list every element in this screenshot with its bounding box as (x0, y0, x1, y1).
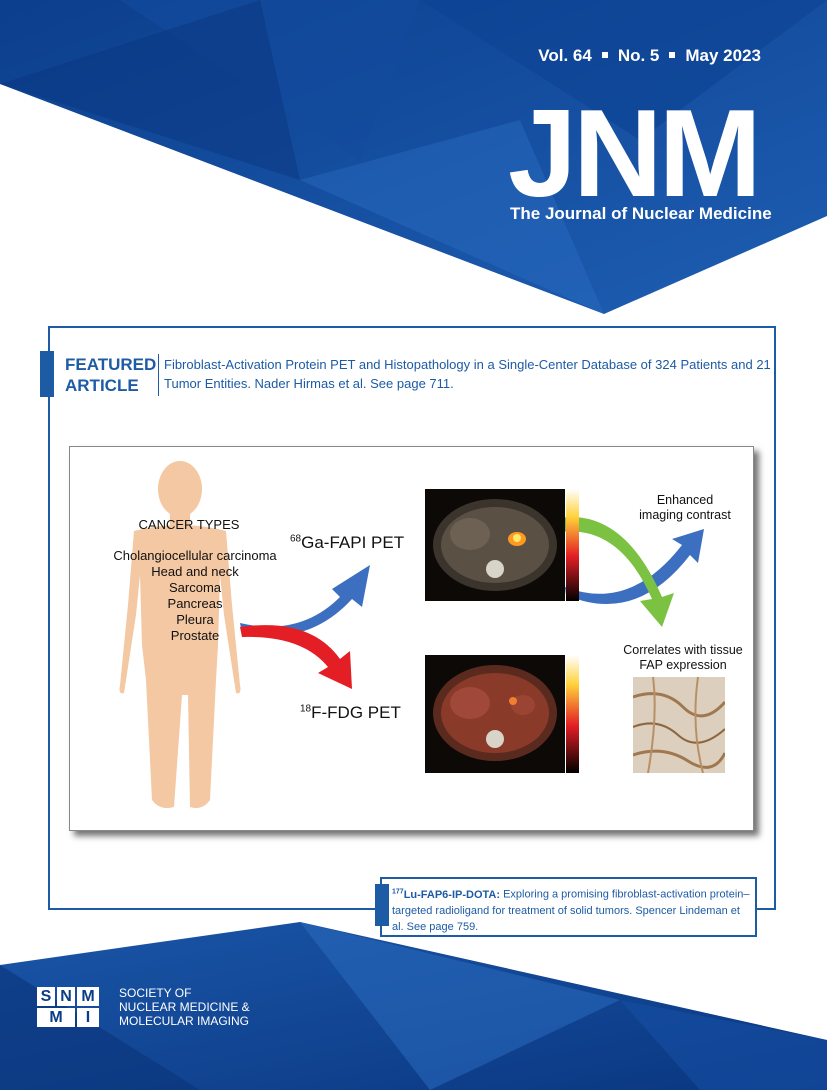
featured-article-text: Fibroblast-Activation Protein PET and Hi… (164, 357, 771, 391)
fapi-isotope-mass: 68 (290, 533, 302, 545)
secondary-feature-title: 177Lu-FAP6-IP-DOTA: (392, 888, 501, 901)
cancer-types-title: CANCER TYPES (138, 517, 240, 532)
fdg-pet-label: 18F-FDG PET (300, 703, 401, 723)
cancer-type-item: Prostate (170, 628, 220, 643)
publisher-name-line: NUCLEAR MEDICINE & (119, 1000, 250, 1014)
featured-figure: CANCER TYPES Cholangiocellular carcinoma… (69, 446, 754, 831)
fapi-pet-scan-image (425, 489, 565, 601)
logo-letter: S (37, 987, 55, 1006)
human-body-silhouette (119, 461, 241, 809)
isotope-mass: 177 (392, 888, 404, 895)
note-line: Enhanced (656, 493, 714, 507)
issue-date: May 2023 (685, 46, 761, 65)
fdg-tracer-name: F-FDG PET (311, 703, 401, 722)
cancer-type-item: Head and neck (151, 564, 239, 579)
publisher-name-line: SOCIETY OF (119, 986, 192, 1000)
compound-name: Lu-FAP6-IP-DOTA: (403, 888, 501, 901)
featured-label-line2: ARTICLE (65, 376, 139, 395)
issue-volume: Vol. 64 (538, 46, 592, 65)
issue-number: No. 5 (617, 46, 660, 65)
featured-accent-bar (40, 351, 54, 397)
cancer-type-item: Sarcoma (168, 580, 222, 595)
secondary-feature-text: 177Lu-FAP6-IP-DOTA: Exploring a promisin… (392, 884, 752, 935)
separator-square (601, 52, 608, 59)
correlation-arrow (510, 517, 674, 627)
note-line: FAP expression (639, 658, 727, 672)
issue-line: Vol. 64 No. 5 May 2023 (538, 46, 761, 66)
secondary-feature-accent-bar (375, 884, 389, 926)
logo-letter: M (37, 1008, 75, 1027)
journal-subtitle: The Journal of Nuclear Medicine (510, 204, 772, 223)
note-line: imaging contrast (639, 508, 731, 522)
featured-divider (158, 354, 159, 396)
note-line: Correlates with tissue (623, 643, 743, 657)
separator-square (669, 52, 676, 59)
fdg-pet-scan-image (425, 655, 565, 773)
fapi-colorbar (566, 489, 579, 601)
cancer-type-item: Pleura (176, 612, 214, 627)
histology-image (633, 677, 725, 773)
cancer-type-item: Pancreas (167, 596, 223, 611)
cancer-type-item: Cholangiocellular carcinoma (113, 548, 277, 563)
featured-label-line1: FEATURED (65, 355, 157, 374)
logo-letter: I (77, 1008, 99, 1027)
publisher-name-line: MOLECULAR IMAGING (119, 1014, 250, 1028)
publisher-name: SOCIETY OF NUCLEAR MEDICINE & MOLECULAR … (119, 986, 250, 1028)
fdg-isotope-mass: 18 (300, 703, 312, 715)
logo-letter: N (57, 987, 75, 1006)
journal-logo: JNM (508, 85, 762, 223)
featured-label: FEATURED ARTICLE (65, 354, 156, 396)
secondary-feature-body: Exploring a promising fibroblast-activat… (392, 888, 750, 933)
fapi-pet-label: 68Ga-FAPI PET (290, 533, 404, 553)
fapi-tracer-name: Ga-FAPI PET (301, 533, 405, 552)
fdg-colorbar (566, 655, 579, 773)
fdg-arrow (240, 625, 352, 689)
enhanced-contrast-note: Enhanced imaging contrast (630, 493, 740, 523)
cancer-types-list: Cholangiocellular carcinoma Head and nec… (110, 548, 280, 644)
logo-letter: M (77, 987, 99, 1006)
secondary-feature-box (380, 877, 757, 937)
fap-correlation-note: Correlates with tissue FAP expression (608, 643, 753, 673)
